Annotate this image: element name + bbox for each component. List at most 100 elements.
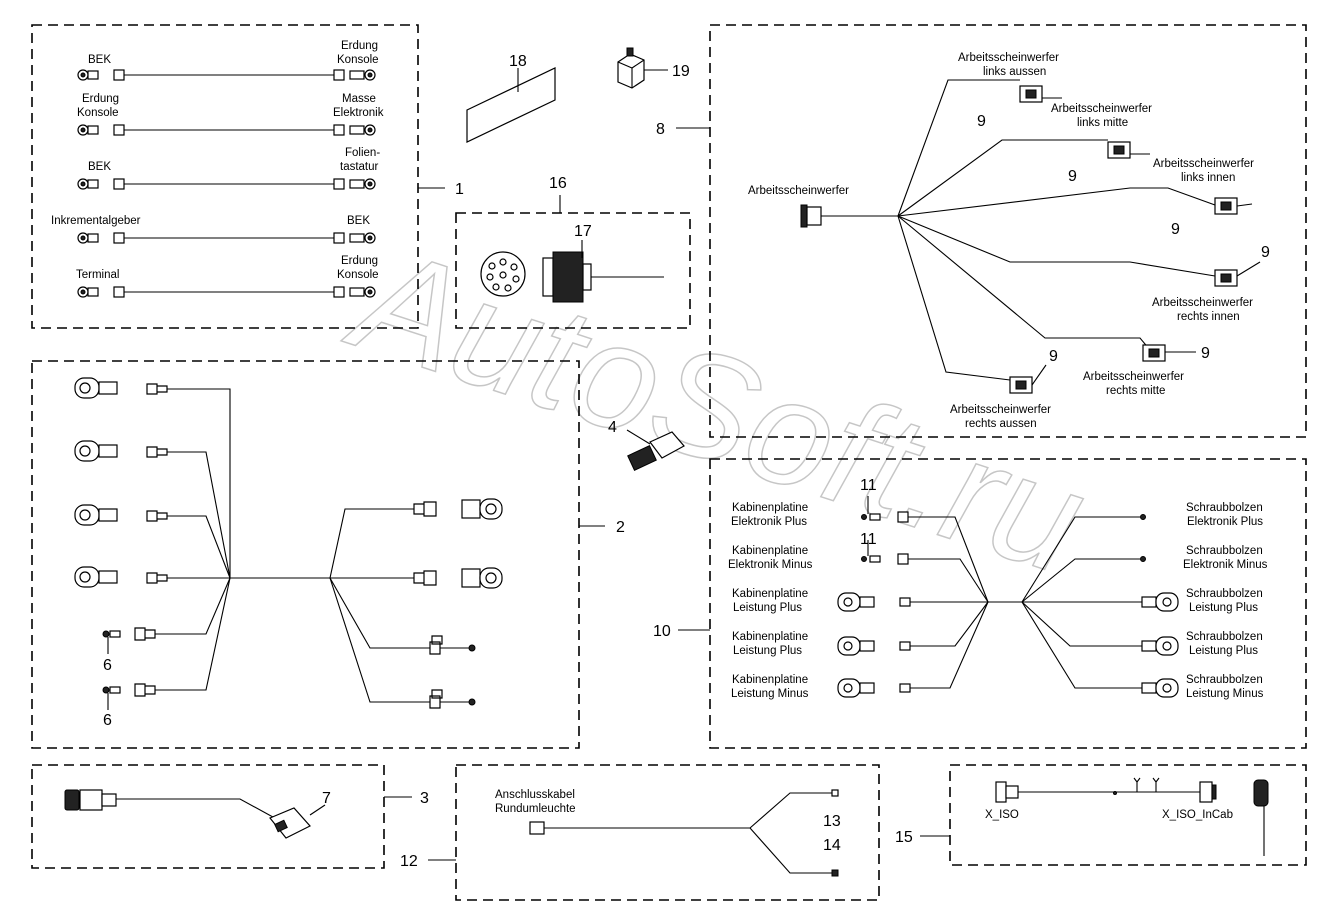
item-4-sensor: 4 [608, 419, 685, 471]
lamp-label: links mitte [1077, 117, 1128, 129]
callout-12: 12 [400, 853, 418, 870]
cable-left-label: Erdung [82, 93, 119, 105]
item-19-relay: 19 [617, 47, 690, 89]
callout-9: 9 [1049, 348, 1058, 365]
callout-6: 6 [103, 712, 112, 729]
cable-left-label: BEK [88, 54, 111, 66]
cable-right-label: Folien- [345, 147, 380, 159]
callout-17: 17 [574, 223, 592, 240]
lamp-label: Arbeitsscheinwerfer [1152, 297, 1253, 309]
main-connector-label: Arbeitsscheinwerfer [748, 185, 849, 197]
callout-18: 18 [509, 53, 527, 70]
terminal-label: Schraubbolzen [1186, 674, 1263, 686]
callout-6: 6 [103, 657, 112, 674]
ring-lug [837, 636, 911, 656]
item-18-label-sheet: 18 [466, 53, 556, 143]
pin-terminal [1140, 556, 1146, 562]
lamp-label: Arbeitsscheinwerfer [1153, 158, 1254, 170]
lamp-label: rechts mitte [1106, 385, 1165, 397]
group-10-cab-board-harness: 10 11 11 Kabinenplatine Elektronik Plus … [653, 458, 1307, 749]
terminal-label: Schraubbolzen [1186, 545, 1263, 557]
lamp-label: links aussen [983, 66, 1046, 78]
cable-right-label: Konsole [337, 269, 379, 281]
lamp-connector [1019, 85, 1062, 103]
pin-terminal [861, 553, 909, 565]
terminal-label: Leistung Plus [733, 602, 802, 614]
callout-11: 11 [860, 531, 877, 548]
connector-label: X_ISO_InCab [1162, 809, 1233, 821]
group-1-ground-cables: 1 BEK Erdung Konsole Erdung Konsole Mass… [31, 24, 464, 329]
lamp-label: Arbeitsscheinwerfer [950, 404, 1051, 416]
callout-14: 14 [823, 837, 841, 854]
connector-label: X_ISO [985, 809, 1019, 821]
cable-right-label: Konsole [337, 54, 379, 66]
lamp-label: rechts innen [1177, 311, 1240, 323]
terminal-label: Schraubbolzen [1186, 631, 1263, 643]
pin-terminal [1140, 514, 1146, 520]
pin-terminal [102, 627, 156, 641]
pin-terminal [102, 683, 156, 697]
pin-terminal [861, 511, 909, 523]
ring-lug [74, 504, 168, 526]
cable-left-label: Terminal [76, 269, 119, 281]
callout-19: 19 [672, 63, 690, 80]
terminal-label: Kabinenplatine [732, 674, 808, 686]
cable-row: BEK Erdung Konsole [77, 40, 379, 81]
group-2-battery-harness: 2 6 6 [31, 360, 625, 749]
lamp-label: Arbeitsscheinwerfer [1051, 103, 1152, 115]
lamp-label: Arbeitsscheinwerfer [1083, 371, 1184, 383]
terminal-label: Schraubbolzen [1186, 502, 1263, 514]
cable-right-label: tastatur [340, 161, 379, 173]
beacon-cable-label: Rundumleuchte [495, 803, 576, 815]
terminal-label: Leistung Plus [1189, 645, 1258, 657]
ring-lug [837, 592, 911, 612]
ring-lug [74, 377, 168, 399]
terminal-label: Leistung Plus [1189, 602, 1258, 614]
callout-9: 9 [1261, 244, 1270, 261]
callout-2: 2 [616, 519, 625, 536]
lamp-label: links innen [1181, 172, 1235, 184]
ring-lug [837, 678, 911, 698]
lamp-connector [1214, 197, 1253, 215]
callout-7: 7 [322, 790, 331, 807]
terminal-label: Kabinenplatine [732, 588, 808, 600]
terminal-label: Kabinenplatine [732, 631, 808, 643]
group-3-adapter-cable: 3 7 [31, 764, 429, 869]
callout-9: 9 [1068, 168, 1077, 185]
ring-lug [1141, 678, 1179, 698]
ring-lug [413, 498, 503, 520]
lamp-connector [1009, 364, 1047, 394]
terminal-label: Kabinenplatine [732, 545, 808, 557]
ring-lug [74, 566, 168, 588]
terminal-label: Elektronik Plus [1187, 516, 1263, 528]
callout-15: 15 [895, 829, 913, 846]
lamp-label: Arbeitsscheinwerfer [958, 52, 1059, 64]
group-8-work-light-harness: 8 Arbeitsscheinwerfer Arbeitsscheinwerfe… [656, 24, 1307, 438]
callout-9: 9 [1201, 345, 1210, 362]
ring-lug [74, 440, 168, 462]
terminal-label: Elektronik Minus [1183, 559, 1268, 571]
terminal-label: Elektronik Plus [731, 516, 807, 528]
cable-right-label: Erdung [341, 255, 378, 267]
beacon-cable-label: Anschlusskabel [495, 789, 575, 801]
callout-16: 16 [549, 175, 567, 192]
lamp-connector [1142, 344, 1196, 362]
lamp-label: rechts aussen [965, 418, 1037, 430]
lamp-connector [1214, 261, 1261, 287]
cable-row: Inkrementalgeber BEK [51, 215, 376, 244]
callout-3: 3 [420, 790, 429, 807]
terminal-label: Leistung Minus [731, 688, 809, 700]
ring-lug [1141, 636, 1179, 656]
cable-row: Erdung Konsole Masse Elektronik [77, 93, 384, 136]
callout-4: 4 [608, 419, 617, 436]
pin-terminal [429, 635, 476, 655]
group-15-iso-cable: 15 X_ISO X_ISO_InCab [895, 764, 1307, 866]
terminal-label: Schraubbolzen [1186, 588, 1263, 600]
cable-left-label: Konsole [77, 107, 119, 119]
cable-left-label: Inkrementalgeber [51, 215, 141, 227]
callout-1: 1 [455, 181, 464, 198]
callout-13: 13 [823, 813, 841, 830]
cable-left-label: BEK [88, 161, 111, 173]
ring-lug [1141, 592, 1179, 612]
